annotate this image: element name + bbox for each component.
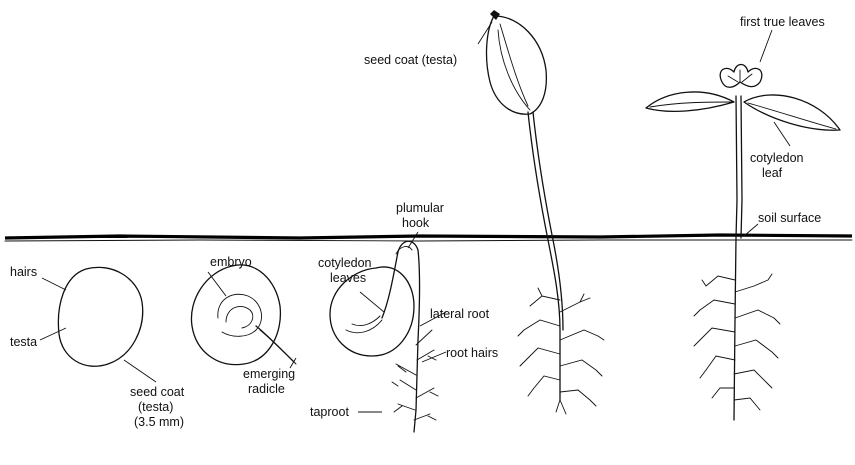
label-hairs: hairs (10, 265, 37, 279)
label-cotyledon-leaf: cotyledon (750, 151, 804, 165)
label-seed-coat-testa: (testa) (138, 400, 173, 414)
cotyledon-leaf-right (744, 95, 840, 130)
stage-2-seed (191, 265, 296, 365)
soil-surface-line (5, 235, 852, 241)
label-soil-surface: soil surface (758, 211, 821, 225)
stage-5-stem (734, 96, 737, 420)
stage-4-roots (518, 288, 604, 414)
label-radicle: radicle (248, 382, 285, 396)
label-seed-coat: seed coat (130, 385, 185, 399)
stage-3-roots (392, 330, 438, 420)
label-first-true-leaves: first true leaves (740, 15, 825, 29)
stage-4-seedling (487, 10, 604, 414)
stage-1-seed (58, 267, 142, 366)
stage-5-plant (646, 65, 840, 421)
label-hook: hook (402, 216, 430, 230)
label-testa: testa (10, 335, 37, 349)
label-embryo: embryo (210, 255, 252, 269)
label-emerging: emerging (243, 367, 295, 381)
label-cotyledon-leaves: cotyledon (318, 256, 372, 270)
label-seed-size: (3.5 mm) (134, 415, 184, 429)
label-leaf: leaf (762, 166, 783, 180)
label-taproot: taproot (310, 405, 349, 419)
label-lateral-root: lateral root (430, 307, 490, 321)
label-plumular: plumular (396, 201, 444, 215)
stage-5-roots (694, 274, 780, 410)
true-leaves (720, 65, 762, 88)
plumular-hook-shape (382, 241, 420, 432)
label-cotyledon-leaves-2: leaves (330, 271, 366, 285)
label-root-hairs: root hairs (446, 346, 498, 360)
label-seed-coat-testa-top: seed coat (testa) (364, 53, 457, 67)
stage-4-stem (528, 112, 560, 400)
embryo-shape (218, 294, 262, 336)
